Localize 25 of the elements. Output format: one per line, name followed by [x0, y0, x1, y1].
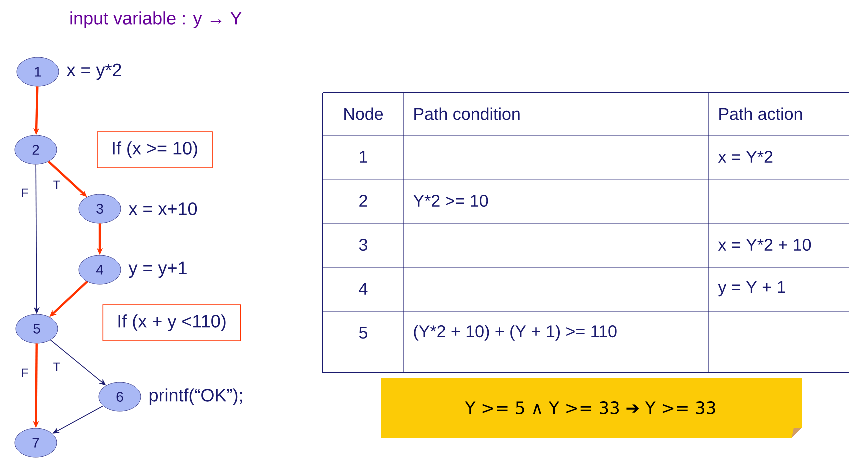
table-cell: Path action — [720, 108, 802, 120]
statement-text: y = y+1 — [128, 262, 187, 278]
table-cell: 1 — [360, 151, 368, 163]
edge-label: T — [54, 180, 60, 190]
table-cell: Node — [344, 108, 384, 120]
edge-label: F — [22, 368, 28, 378]
statement-text: x = x+10 — [128, 202, 198, 216]
table-cell: x = Y*2 — [718, 151, 773, 163]
table-cell: 2 — [360, 195, 368, 207]
title: input variable : y → Y — [70, 12, 242, 28]
result-note: Y >= 5 ∧ Y >= 33 ➔ Y >= 33 — [381, 378, 802, 438]
table-cell: (Y*2 + 10) + (Y + 1) >= 110 — [414, 325, 617, 341]
table-cell: 3 — [359, 238, 368, 252]
statement-text: printf(“OK”); — [150, 388, 242, 406]
condition-box: If (x + y <110) — [102, 304, 242, 342]
table-cell: 5 — [359, 327, 368, 339]
table-cell: 4 — [359, 283, 368, 295]
edge-label: F — [22, 188, 28, 198]
table-cell: Path condition — [414, 108, 520, 120]
statement-text: x = y*2 — [66, 64, 122, 80]
edge-label: T — [54, 362, 60, 372]
condition-box: If (x >= 10) — [97, 132, 213, 168]
table-cell: Y*2 >= 10 — [414, 194, 488, 208]
table-cell: y = Y + 1 — [718, 281, 786, 297]
table-cell: x = Y*2 + 10 — [718, 238, 812, 252]
